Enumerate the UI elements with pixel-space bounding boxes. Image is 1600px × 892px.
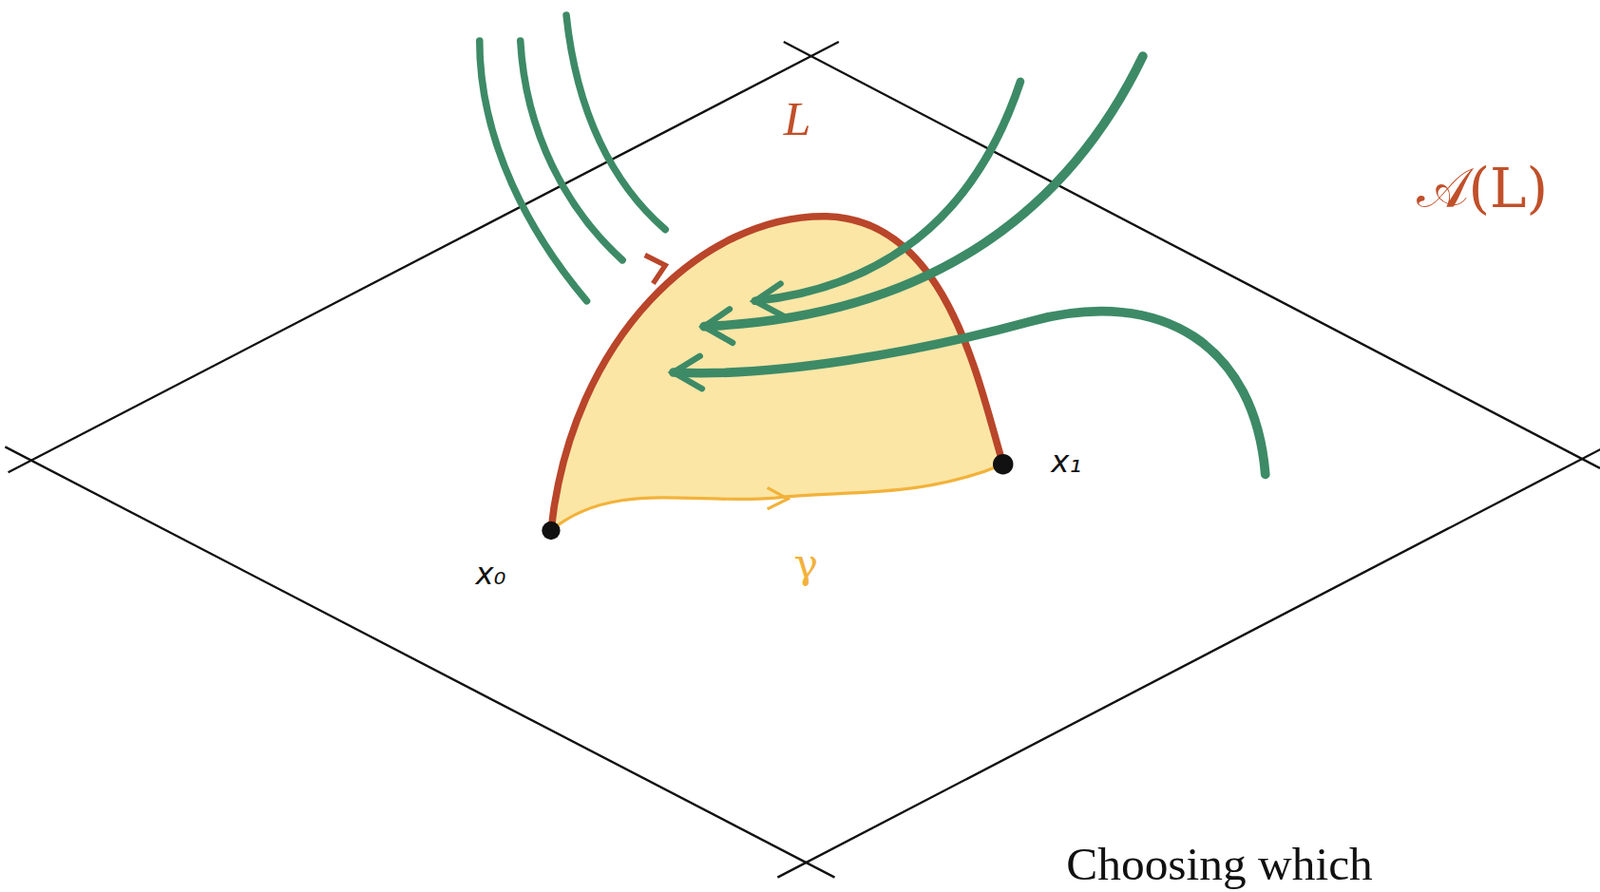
plane-edge (777, 445, 1600, 877)
flow-arrow (673, 356, 703, 389)
flow-line (755, 81, 1021, 302)
label: x₁ (1050, 446, 1082, 477)
flow-arrow (755, 284, 784, 317)
flow-lines (479, 15, 1266, 475)
gamma-curve (551, 464, 1004, 532)
label: x₀ (475, 559, 506, 591)
flow-arrow (704, 308, 733, 343)
label: L (783, 94, 812, 144)
point (992, 454, 1013, 475)
flow-line (704, 56, 1143, 327)
plane (4, 41, 1600, 878)
label: 𝒜(L) (1416, 161, 1549, 217)
plane-edge (4, 446, 835, 877)
flow-line (566, 15, 666, 230)
point (541, 521, 560, 540)
flow-line (479, 40, 588, 302)
label: γ (794, 542, 820, 584)
l-arrow (645, 254, 666, 284)
gamma-arrow (767, 487, 788, 510)
label: Choosing which (1066, 840, 1372, 888)
flow-line (673, 311, 1266, 476)
